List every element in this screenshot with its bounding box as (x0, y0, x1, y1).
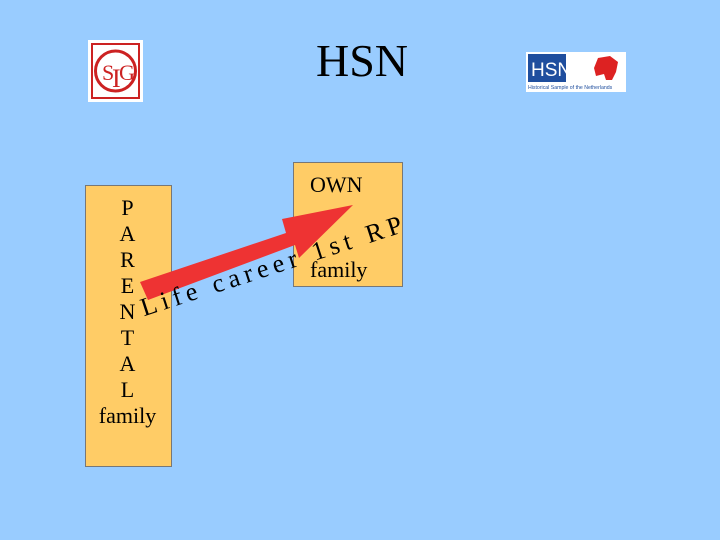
own-title: OWN (310, 172, 363, 197)
parental-letter: R (120, 247, 135, 272)
sig-logo: S I G (88, 40, 143, 102)
parental-letter: A (119, 221, 136, 246)
parental-letter: L (120, 377, 135, 402)
parental-letter: T (120, 325, 135, 350)
parental-family-box (85, 185, 172, 467)
svg-text:HSN: HSN (531, 60, 571, 81)
parental-family-word: family (98, 403, 157, 428)
svg-text:G: G (119, 60, 135, 85)
parental-family-label: P A R E N T A L family (85, 195, 170, 429)
hsn-logo-caption: Historical Sample of the Netherlands (528, 85, 613, 91)
parental-letter: P (121, 195, 134, 220)
svg-text:I: I (112, 64, 121, 93)
parental-letter: E (120, 273, 135, 298)
slide-title: HSN (316, 35, 409, 86)
parental-letter: N (119, 299, 136, 324)
own-family-label: family (310, 257, 368, 282)
hsn-logo: HSN Historical Sample of the Netherlands (526, 52, 626, 92)
parental-letter: A (119, 351, 136, 376)
svg-text:S: S (102, 60, 114, 85)
